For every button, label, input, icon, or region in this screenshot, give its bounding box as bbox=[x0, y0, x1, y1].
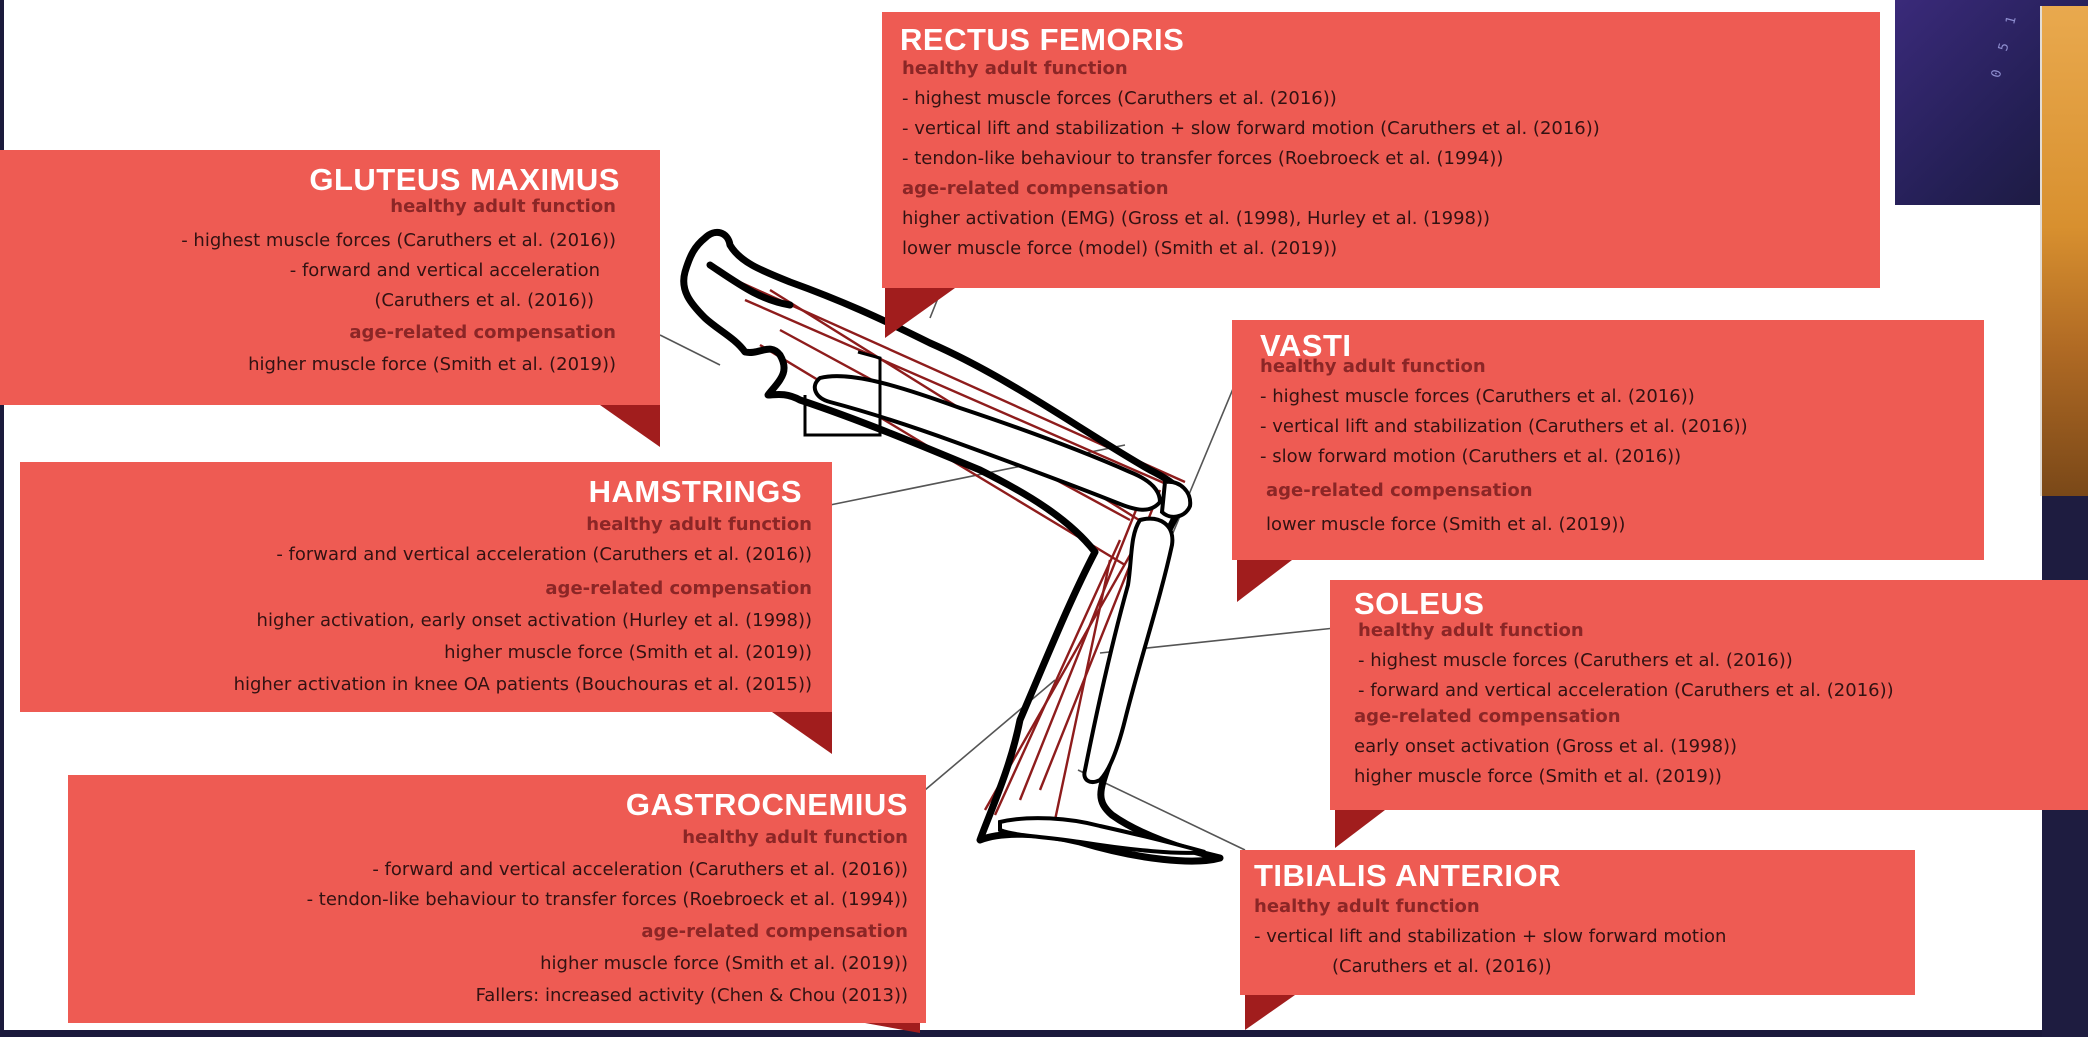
vasti-healthy-line: - vertical lift and stabilization (Carut… bbox=[1260, 416, 1748, 437]
femur-bone bbox=[815, 376, 1190, 517]
rectus-femoris-age-line: higher activation (EMG) (Gross et al. (1… bbox=[902, 208, 1490, 229]
soleus-pointer bbox=[1335, 810, 1385, 848]
gastrocnemius-healthy-line: - tendon-like behaviour to transfer forc… bbox=[307, 889, 908, 910]
rectus-femoris-age-label: age-related compensation bbox=[902, 178, 1169, 199]
soleus-box: SOLEUS healthy adult function - highest … bbox=[1330, 580, 2088, 810]
gluteus-maximus-healthy-label: healthy adult function bbox=[390, 196, 616, 217]
hamstrings-age-line: higher activation, early onset activatio… bbox=[257, 610, 812, 631]
rectus-femoris-pointer bbox=[885, 288, 955, 338]
gastrocnemius-healthy-line: - forward and vertical acceleration (Car… bbox=[372, 859, 908, 880]
rectus-femoris-title: RECTUS FEMORIS bbox=[900, 22, 1184, 58]
gastrocnemius-age-line: Fallers: increased activity (Chen & Chou… bbox=[476, 985, 908, 1006]
gluteus-maximus-age-line: higher muscle force (Smith et al. (2019)… bbox=[248, 354, 616, 375]
hamstrings-pointer bbox=[772, 712, 832, 754]
gastrocnemius-title: GASTROCNEMIUS bbox=[626, 787, 908, 823]
tibialis-anterior-healthy-line: (Caruthers et al. (2016)) bbox=[1332, 956, 1552, 977]
vasti-healthy-label: healthy adult function bbox=[1260, 356, 1486, 377]
gastrocnemius-pointer bbox=[865, 1023, 920, 1033]
gluteus-maximus-box: GLUTEUS MAXIMUS healthy adult function -… bbox=[0, 150, 660, 405]
vasti-healthy-line: - slow forward motion (Caruthers et al. … bbox=[1260, 446, 1681, 467]
vasti-healthy-line: - highest muscle forces (Caruthers et al… bbox=[1260, 386, 1695, 407]
hamstrings-healthy-line: - forward and vertical acceleration (Car… bbox=[276, 544, 812, 565]
gastrocnemius-healthy-label: healthy adult function bbox=[682, 827, 908, 848]
gluteus-maximus-title: GLUTEUS MAXIMUS bbox=[309, 162, 620, 198]
gluteus-maximus-pointer bbox=[600, 405, 660, 447]
vasti-box: VASTI healthy adult function - highest m… bbox=[1232, 320, 1984, 560]
soleus-healthy-label: healthy adult function bbox=[1358, 620, 1584, 641]
rectus-femoris-healthy-line: - highest muscle forces (Caruthers et al… bbox=[902, 88, 1337, 109]
tibialis-anterior-title: TIBIALIS ANTERIOR bbox=[1254, 858, 1561, 894]
hamstrings-title: HAMSTRINGS bbox=[589, 474, 802, 510]
gastrocnemius-box: GASTROCNEMIUS healthy adult function - f… bbox=[68, 775, 926, 1023]
tibialis-anterior-healthy-line: - vertical lift and stabilization + slow… bbox=[1254, 926, 1726, 947]
soleus-healthy-line: - forward and vertical acceleration (Car… bbox=[1358, 680, 1894, 701]
tibialis-anterior-pointer bbox=[1245, 995, 1295, 1030]
gluteus-maximus-age-label: age-related compensation bbox=[349, 322, 616, 343]
tibialis-anterior-box: TIBIALIS ANTERIOR healthy adult function… bbox=[1240, 850, 1915, 995]
vasti-age-label: age-related compensation bbox=[1266, 480, 1533, 501]
tibialis-anterior-healthy-label: healthy adult function bbox=[1254, 896, 1480, 917]
rectus-femoris-healthy-line: - tendon-like behaviour to transfer forc… bbox=[902, 148, 1503, 169]
vasti-pointer bbox=[1237, 560, 1292, 602]
soleus-age-line: higher muscle force (Smith et al. (2019)… bbox=[1354, 766, 1722, 787]
soleus-age-line: early onset activation (Gross et al. (19… bbox=[1354, 736, 1737, 757]
rectus-femoris-age-line: lower muscle force (model) (Smith et al.… bbox=[902, 238, 1337, 259]
hamstrings-box: HAMSTRINGS healthy adult function - forw… bbox=[20, 462, 832, 712]
hamstrings-age-line: higher activation in knee OA patients (B… bbox=[234, 674, 812, 695]
soleus-healthy-line: - highest muscle forces (Caruthers et al… bbox=[1358, 650, 1793, 671]
gastrocnemius-age-line: higher muscle force (Smith et al. (2019)… bbox=[540, 953, 908, 974]
gluteus-maximus-healthy-line: - highest muscle forces (Caruthers et al… bbox=[181, 230, 616, 251]
gastrocnemius-age-label: age-related compensation bbox=[641, 921, 908, 942]
gluteus-maximus-healthy-line: (Caruthers et al. (2016)) bbox=[374, 290, 594, 311]
gluteus-maximus-healthy-line: - forward and vertical acceleration bbox=[290, 260, 600, 281]
rectus-femoris-box: RECTUS FEMORIS healthy adult function - … bbox=[882, 12, 1880, 288]
rectus-femoris-healthy-label: healthy adult function bbox=[902, 58, 1128, 79]
soleus-age-label: age-related compensation bbox=[1354, 706, 1621, 727]
vasti-age-line: lower muscle force (Smith et al. (2019)) bbox=[1266, 514, 1625, 535]
hamstrings-age-label: age-related compensation bbox=[545, 578, 812, 599]
hamstrings-healthy-label: healthy adult function bbox=[586, 514, 812, 535]
hamstrings-age-line: higher muscle force (Smith et al. (2019)… bbox=[444, 642, 812, 663]
soleus-title: SOLEUS bbox=[1354, 586, 1484, 622]
rectus-femoris-healthy-line: - vertical lift and stabilization + slow… bbox=[902, 118, 1600, 139]
